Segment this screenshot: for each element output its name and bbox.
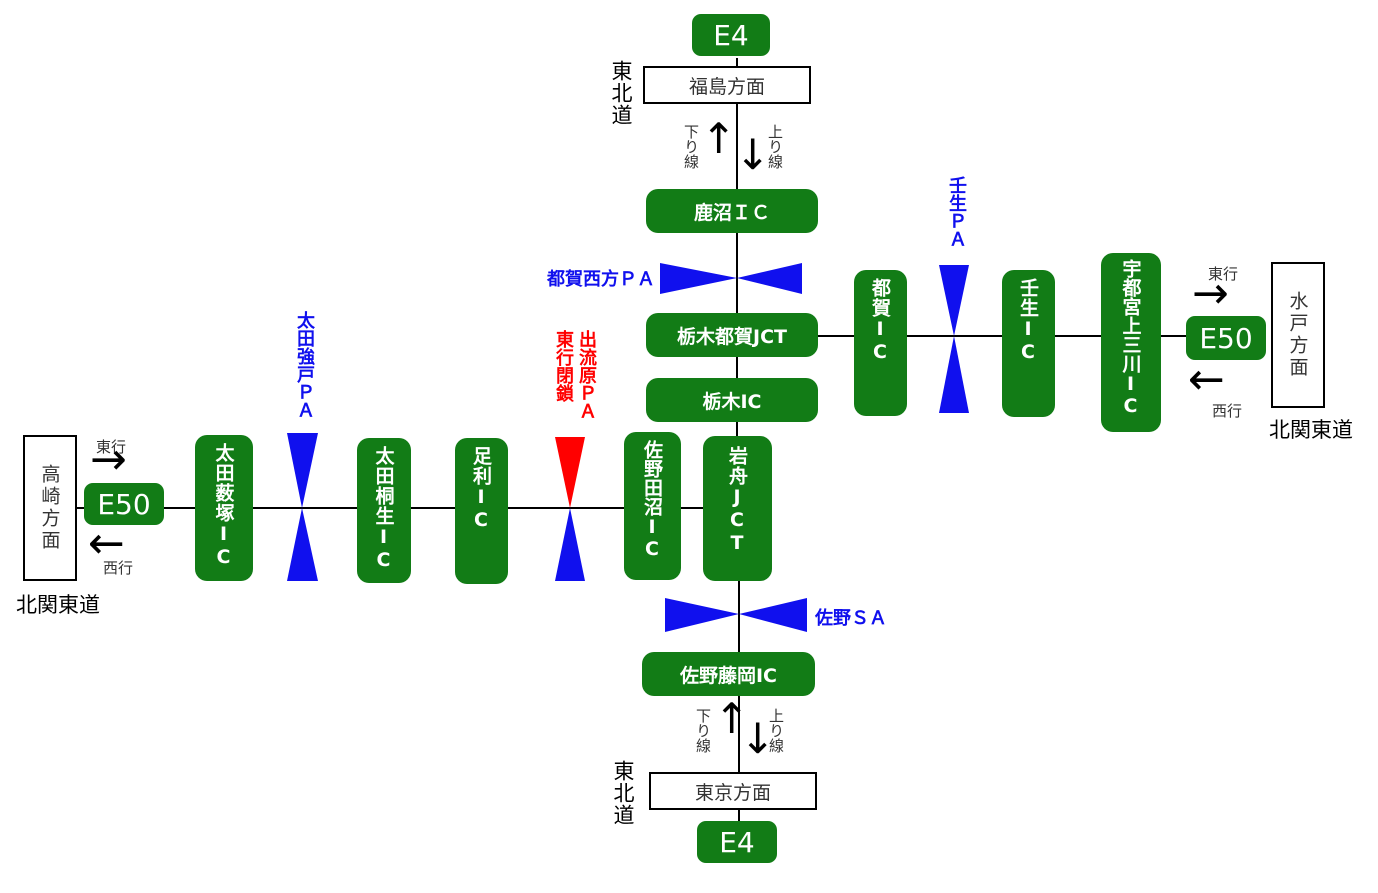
tsuga-nishikata-pa-east-marker [737, 263, 802, 294]
north-up-lane-label: 上り線 [766, 124, 784, 169]
west-eastbound-arrow: → [90, 434, 127, 485]
tsuga-nishikata-pa-west-marker [660, 263, 737, 294]
south-down-lane-arrow: ↑ [714, 694, 750, 743]
ota-yabuzuka-ic-node: 太田薮塚IC [195, 435, 253, 581]
tsuga-nishikata-pa-label: 都賀西方ＰＡ [547, 269, 655, 290]
west-eastbound-label: 東行 [96, 438, 127, 456]
ota-goudo-pa-label: 太田強戸ＰＡ [294, 311, 315, 419]
izuruhara-pa-label: 出流原ＰＡ [576, 330, 597, 420]
mito-direction-box: 水戸方面 [1271, 262, 1325, 408]
ota-goudo-pa-west-lane-marker [287, 508, 318, 581]
e50-west-shield: E50 [84, 483, 164, 525]
iwafune-jct-node: 岩舟JCT [703, 436, 772, 581]
sano-fujioka-ic-node: 佐野藤岡IC [642, 652, 815, 696]
mibu-pa-east-lane-marker [939, 265, 969, 336]
mibu-pa-west-lane-marker [939, 336, 969, 413]
izuruhara-pa-west-lane-marker [555, 508, 585, 581]
east-eastbound-arrow: → [1192, 268, 1229, 319]
izuruhara-pa-closure-note: 東行閉鎖 [553, 330, 574, 402]
south-up-lane-arrow: ↓ [740, 714, 776, 763]
kitakanto-route-label-east: 北関東道 [1269, 418, 1353, 442]
sano-tanuma-ic-node: 佐野田沼IC [624, 432, 681, 580]
tohoku-route-label-north: 東北道 [609, 60, 633, 126]
fukushima-direction-box: 福島方面 [643, 66, 811, 104]
e50-east-shield: E50 [1186, 316, 1266, 360]
east-westbound-label: 西行 [1212, 402, 1243, 420]
tochigi-tsuga-jct-node: 栃木都賀JCT [646, 313, 818, 357]
north-up-lane-arrow: ↓ [735, 130, 771, 179]
sano-sa-west-marker [665, 598, 739, 632]
tohoku-route-label-south: 東北道 [611, 760, 635, 826]
utsunomiya-kaminokawa-ic-node: 宇都宮上三川IC [1101, 253, 1161, 432]
east-eastbound-label: 東行 [1208, 265, 1239, 283]
west-westbound-label: 西行 [103, 559, 134, 577]
mibu-ic-node: 壬生IC [1002, 270, 1055, 417]
izuruhara-pa-closed-east-lane-marker [555, 437, 585, 508]
east-westbound-arrow: ← [1188, 354, 1225, 405]
north-down-lane-label: 下り線 [682, 124, 700, 169]
south-up-lane-label: 上り線 [767, 708, 785, 753]
sano-sa-east-marker [739, 598, 807, 632]
e4-north-shield: E4 [692, 14, 770, 56]
sano-sa-label: 佐野ＳＡ [815, 608, 887, 629]
tokyo-direction-box: 東京方面 [649, 772, 817, 810]
ota-goudo-pa-east-lane-marker [287, 433, 318, 508]
west-westbound-arrow: ← [88, 518, 125, 569]
north-down-lane-arrow: ↑ [701, 114, 737, 163]
ota-kiryu-ic-node: 太田桐生IC [357, 438, 411, 583]
ashikaga-ic-node: 足利IC [455, 438, 508, 584]
takasaki-direction-box: 高崎方面 [23, 435, 77, 581]
e4-south-shield: E4 [697, 821, 777, 863]
mibu-pa-label: 壬生ＰＡ [946, 176, 967, 248]
kitakanto-route-label-west: 北関東道 [16, 593, 100, 617]
kanuma-ic-node: 鹿沼ＩＣ [646, 189, 818, 233]
south-down-lane-label: 下り線 [694, 708, 712, 753]
tochigi-ic-node: 栃木IC [646, 378, 818, 422]
tsuga-ic-node: 都賀IC [854, 270, 907, 416]
